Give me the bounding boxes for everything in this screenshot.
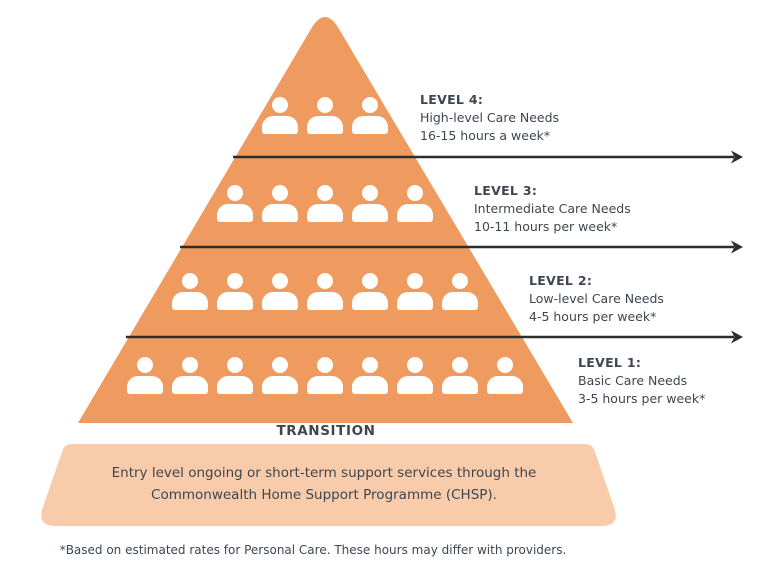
person-icon xyxy=(262,272,298,312)
level-1-heading: LEVEL 1: xyxy=(578,355,642,370)
level-3-hours: 10-11 hours per week* xyxy=(474,219,618,234)
person-icon xyxy=(352,272,388,312)
person-icon xyxy=(217,272,253,312)
level-1-label: LEVEL 1: Basic Care Needs 3-5 hours per … xyxy=(578,354,705,408)
level-1-hours: 3-5 hours per week* xyxy=(578,391,706,406)
person-icon xyxy=(262,96,298,136)
level-3-heading: LEVEL 3: xyxy=(474,183,538,198)
level-3-label: LEVEL 3: Intermediate Care Needs 10-11 h… xyxy=(474,182,631,236)
person-icon xyxy=(352,356,388,396)
level-1-people-row xyxy=(127,356,523,396)
chsp-band-text: Entry level ongoing or short-term suppor… xyxy=(44,462,604,506)
level-3-arrow xyxy=(180,240,743,254)
person-icon xyxy=(307,356,343,396)
person-icon xyxy=(307,184,343,224)
person-icon xyxy=(172,272,208,312)
level-2-arrow xyxy=(126,330,743,344)
person-icon xyxy=(397,356,433,396)
person-icon xyxy=(262,356,298,396)
person-icon xyxy=(307,272,343,312)
person-icon xyxy=(217,184,253,224)
level-1-care-needs: Basic Care Needs xyxy=(578,373,688,388)
person-icon xyxy=(172,356,208,396)
person-icon xyxy=(127,356,163,396)
level-4-arrow xyxy=(233,150,743,164)
chsp-line-1: Entry level ongoing or short-term suppor… xyxy=(111,465,537,481)
person-icon xyxy=(487,356,523,396)
person-icon xyxy=(217,356,253,396)
level-3-care-needs: Intermediate Care Needs xyxy=(474,201,631,216)
person-icon xyxy=(352,184,388,224)
chsp-line-2: Commonwealth Home Support Programme (CHS… xyxy=(151,487,497,503)
right-arrow-icon xyxy=(731,240,743,254)
level-4-hours: 16-15 hours a week* xyxy=(420,128,551,143)
level-2-people-row xyxy=(172,272,478,312)
person-icon xyxy=(307,96,343,136)
person-icon xyxy=(397,272,433,312)
level-4-heading: LEVEL 4: xyxy=(420,92,484,107)
level-2-label: LEVEL 2: Low-level Care Needs 4-5 hours … xyxy=(529,272,664,326)
level-4-label: LEVEL 4: High-level Care Needs 16-15 hou… xyxy=(420,91,559,145)
level-4-care-needs: High-level Care Needs xyxy=(420,110,560,125)
level-2-care-needs: Low-level Care Needs xyxy=(529,291,664,306)
level-3-people-row xyxy=(217,184,433,224)
person-icon xyxy=(397,184,433,224)
chsp-band-shape xyxy=(41,444,616,526)
person-icon xyxy=(442,272,478,312)
person-icon xyxy=(352,96,388,136)
right-arrow-icon xyxy=(731,330,743,344)
transition-label: TRANSITION xyxy=(276,423,376,439)
right-arrow-icon xyxy=(731,150,743,164)
level-4-people-row xyxy=(262,96,388,136)
person-icon xyxy=(262,184,298,224)
level-2-hours: 4-5 hours per week* xyxy=(529,309,657,324)
person-icon xyxy=(442,356,478,396)
footnote: *Based on estimated rates for Personal C… xyxy=(59,543,567,557)
level-2-heading: LEVEL 2: xyxy=(529,273,593,288)
